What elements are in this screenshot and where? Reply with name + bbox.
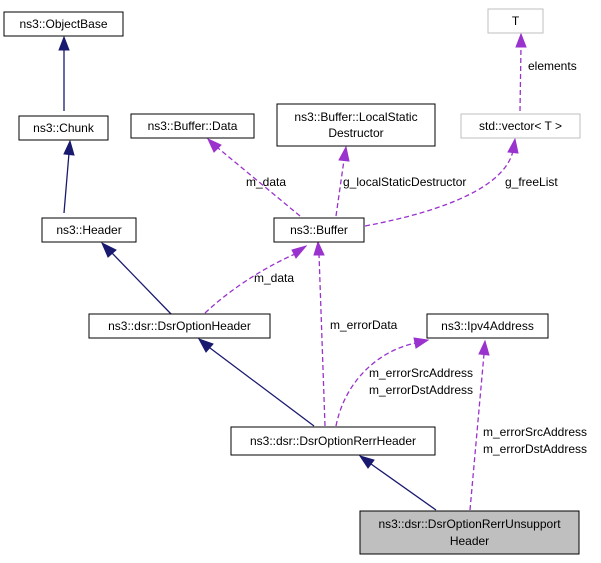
svg-text:ns3::Buffer::Data: ns3::Buffer::Data — [148, 119, 238, 133]
node-chunk[interactable]: ns3::Chunk — [18, 115, 109, 141]
svg-text:ns3::dsr::DsrOptionRerrHeader: ns3::dsr::DsrOptionRerrHeader — [250, 434, 416, 448]
node-dsr-option-header[interactable]: ns3::dsr::DsrOptionHeader — [88, 313, 271, 339]
edge-vector-uses-t — [515, 32, 527, 112]
label-rerr-src-address: m_errorSrcAddress — [369, 366, 473, 380]
edge-rerrheader-uses-buffer — [313, 240, 326, 427]
svg-text:T: T — [512, 14, 520, 28]
label-m-data-header: m_data — [254, 271, 294, 285]
node-local-static-destructor[interactable]: ns3::Buffer::LocalStatic Destructor — [276, 103, 436, 147]
edge-unsupport-inherits-rerrheader — [358, 455, 437, 511]
node-object-base[interactable]: ns3::ObjectBase — [3, 11, 124, 37]
node-buffer-data[interactable]: ns3::Buffer::Data — [130, 113, 255, 139]
label-m-error-data: m_errorData — [330, 318, 398, 332]
node-buffer[interactable]: ns3::Buffer — [273, 217, 365, 243]
label-elements: elements — [528, 59, 577, 73]
edge-header-inherits-chunk — [63, 139, 75, 214]
node-dsr-option-rerr-unsupport-header[interactable]: ns3::dsr::DsrOptionRerrUnsupport Header — [359, 510, 580, 555]
edge-unsupport-uses-ipv4address — [469, 339, 490, 511]
edge-dsroptionheader-inherits-header — [101, 241, 173, 316]
edge-rerrheader-uses-ipv4address — [335, 337, 430, 427]
label-unsupport-src-address: m_errorSrcAddress — [483, 425, 587, 439]
svg-text:Destructor: Destructor — [328, 126, 383, 140]
edge-dsroptionheader-uses-buffer — [204, 245, 308, 314]
edge-buffer-uses-vector — [364, 137, 519, 227]
node-template-t[interactable]: T — [487, 8, 544, 34]
svg-text:std::vector< T >: std::vector< T > — [479, 119, 562, 133]
svg-text:ns3::Chunk: ns3::Chunk — [33, 121, 95, 135]
svg-text:ns3::dsr::DsrOptionRerrUnsuppo: ns3::dsr::DsrOptionRerrUnsupport — [378, 517, 561, 531]
label-m-data-buffer: m_data — [246, 175, 286, 189]
svg-text:ns3::Buffer::LocalStatic: ns3::Buffer::LocalStatic — [294, 110, 417, 124]
svg-text:ns3::Header: ns3::Header — [56, 223, 121, 237]
svg-text:ns3::dsr::DsrOptionHeader: ns3::dsr::DsrOptionHeader — [108, 319, 251, 333]
label-g-local-static-destructor: g_localStaticDestructor — [343, 175, 466, 189]
svg-text:ns3::Buffer: ns3::Buffer — [290, 223, 348, 237]
node-std-vector[interactable]: std::vector< T > — [460, 113, 581, 139]
label-unsupport-dst-address: m_errorDstAddress — [483, 442, 587, 456]
svg-text:ns3::ObjectBase: ns3::ObjectBase — [19, 17, 107, 31]
label-rerr-dst-address: m_errorDstAddress — [369, 383, 473, 397]
node-header[interactable]: ns3::Header — [41, 217, 137, 243]
svg-text:ns3::Ipv4Address: ns3::Ipv4Address — [441, 319, 534, 333]
label-g-free-list: g_freeList — [505, 175, 558, 189]
node-ipv4-address[interactable]: ns3::Ipv4Address — [426, 313, 549, 339]
edge-buffer-uses-data — [206, 137, 301, 217]
edge-rerrheader-inherits-dsroptionheader — [197, 338, 315, 427]
edge-buffer-uses-localstaticdestructor — [335, 145, 350, 217]
node-dsr-option-rerr-header[interactable]: ns3::dsr::DsrOptionRerrHeader — [230, 426, 436, 456]
svg-text:Header: Header — [450, 534, 489, 548]
edge-chunk-inherits-objectbase — [58, 35, 70, 111]
